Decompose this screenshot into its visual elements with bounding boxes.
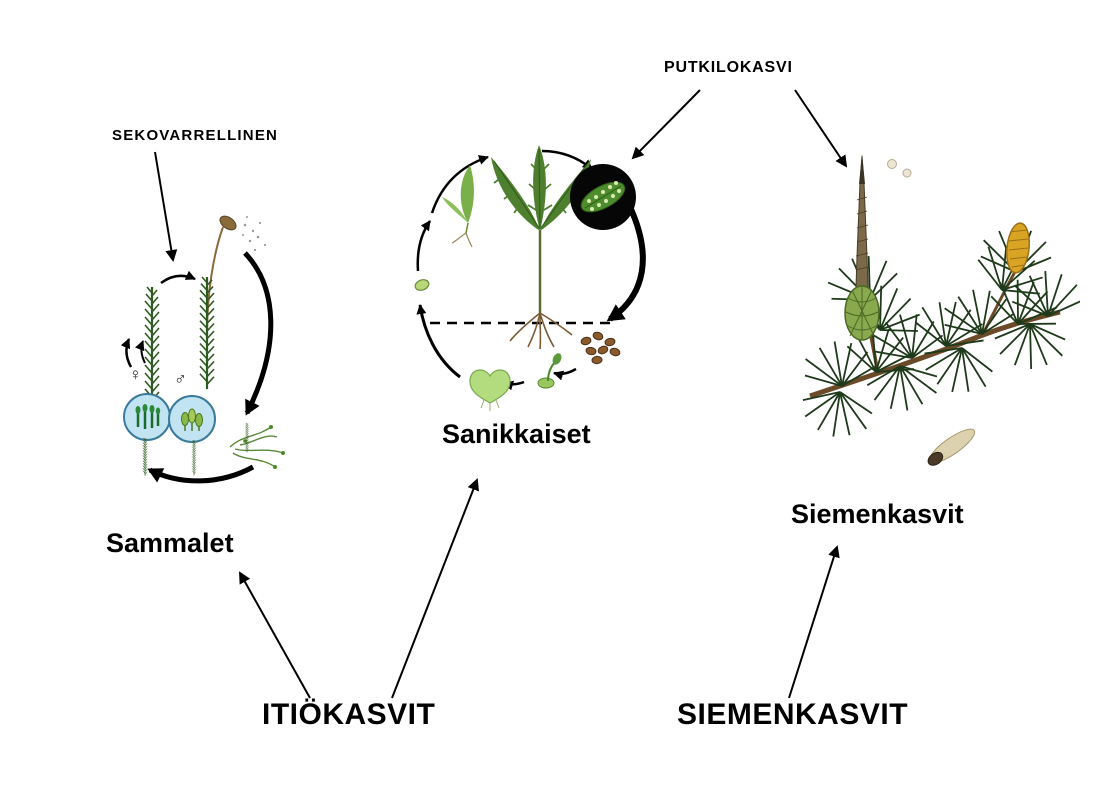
fern-cycle-arrow-heart-to-spore <box>416 304 461 379</box>
young-sporophyte <box>537 353 562 389</box>
winged-seed <box>927 428 976 466</box>
arrow-putkilokasvi-to-siemenkasvit <box>794 89 848 168</box>
moss-cycle-arrow-top <box>160 270 196 285</box>
male-symbol-icon: ♂ <box>174 369 187 388</box>
moss-seta <box>206 226 224 336</box>
moss-shoot-left <box>143 285 161 407</box>
male-cone <box>1006 222 1030 274</box>
sporangium-closeup <box>570 164 636 230</box>
label-siemenkasvit-main: SIEMENKASVIT <box>677 698 909 731</box>
moss-shoot-right <box>198 275 216 391</box>
fern-life-cycle-illustration <box>414 145 646 411</box>
protonema-buds <box>243 425 285 469</box>
fern-plant <box>491 145 591 350</box>
arrow-siemenkasvit-to-siemenkasvit <box>788 545 840 699</box>
fern-cycle-arrow-spores-to-sprout <box>553 367 577 381</box>
young-fern <box>442 165 474 248</box>
female-cone <box>844 285 880 341</box>
archegonia-circle <box>123 393 171 441</box>
arrow-sekovarrellinen-to-sammalet <box>154 151 178 262</box>
arrow-itiokasvit-to-sanikkaiset <box>391 478 479 699</box>
female-symbol-icon: ♀ <box>129 365 142 384</box>
pine-needles <box>798 223 1080 442</box>
germinating-spore <box>414 279 430 291</box>
moss-cycle-arrow-bottom <box>147 464 255 484</box>
pine-seed-dots <box>887 159 912 178</box>
spores <box>580 331 621 365</box>
moss-cycle-arrow-right <box>243 251 274 416</box>
label-itiokasvit: ITIÖKASVIT <box>262 698 436 731</box>
pine-candle-shoot <box>855 154 869 289</box>
fern-cycle-arrow-topleft <box>430 155 489 214</box>
moss-spore-dots <box>242 216 267 252</box>
sori-dots <box>587 181 621 211</box>
gametophyte-shoot-right <box>191 439 197 476</box>
arrow-putkilokasvi-to-sanikkaiset <box>631 89 701 160</box>
archegonia <box>135 404 161 429</box>
antheridia <box>181 408 203 431</box>
label-siemenkasvit-group: Siemenkasvit <box>791 499 964 529</box>
protonema <box>229 426 284 468</box>
fern-roots <box>509 312 573 350</box>
label-putkilokasvi: PUTKILOKASVI <box>664 59 793 76</box>
gametophyte-shoot-left <box>142 437 148 477</box>
pine-branch <box>809 309 1061 399</box>
fern-cycle-arrow-topright <box>541 149 593 170</box>
pine-branch-illustration <box>798 154 1080 466</box>
fern-cycle-arrow-spore-up <box>416 220 432 272</box>
fern-cycle-arrow-right <box>606 205 646 322</box>
moss-cycle-arrow-left-1 <box>120 338 133 368</box>
moss-capsule <box>219 215 237 231</box>
prothallus <box>469 369 511 411</box>
label-sekovarrellinen: SEKOVARRELLINEN <box>112 127 279 144</box>
moss-life-cycle-illustration <box>120 215 285 484</box>
label-sammalet: Sammalet <box>106 528 234 558</box>
moss-cycle-arrow-left-2 <box>135 340 146 364</box>
label-sanikkaiset: Sanikkaiset <box>442 419 591 449</box>
arrow-itiokasvit-to-sammalet <box>239 571 311 699</box>
